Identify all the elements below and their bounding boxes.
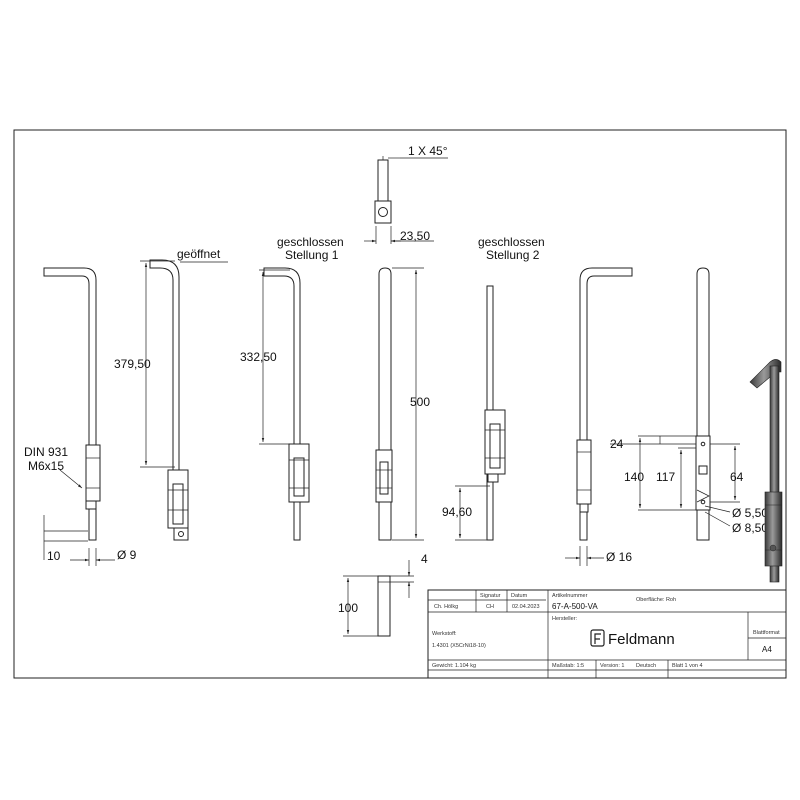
dim-4: 4 bbox=[421, 552, 428, 566]
view-front-holes bbox=[610, 267, 740, 541]
tb-scale: Maßstab: 1:5 bbox=[552, 663, 584, 669]
tb-article-number: 67-A-500-VA bbox=[552, 602, 598, 611]
view-label-closed-2-line1: geschlossen bbox=[478, 235, 545, 249]
view-closed-2 bbox=[455, 285, 506, 541]
view-opened bbox=[140, 259, 228, 541]
view-label-closed-1-line1: geschlossen bbox=[277, 235, 344, 249]
dim-140: 140 bbox=[624, 470, 644, 484]
tb-material-label: Werkstoff: bbox=[432, 631, 457, 637]
dim-94-60: 94,60 bbox=[442, 505, 472, 519]
tb-date: 02.04.2023 bbox=[512, 604, 540, 610]
dim-332-50: 332,50 bbox=[240, 350, 277, 364]
view-label-closed-2-line2: Stellung 2 bbox=[486, 248, 540, 262]
dim-379-50: 379,50 bbox=[114, 357, 151, 371]
view-label-opened: geöffnet bbox=[177, 247, 221, 261]
screw-label-1: DIN 931 bbox=[24, 445, 68, 459]
screw-label-2: M6x15 bbox=[28, 459, 64, 473]
dim-24: 24 bbox=[610, 437, 624, 451]
tb-manufacturer-label: Hersteller: bbox=[552, 616, 578, 622]
view-label-closed-1-line2: Stellung 1 bbox=[285, 248, 339, 262]
dim-117: 117 bbox=[656, 470, 675, 484]
tb-format: A4 bbox=[762, 645, 772, 654]
tb-col-article: Artikelnummer bbox=[552, 593, 588, 599]
tb-weight: Gewicht: 1.104 kg bbox=[432, 663, 476, 669]
title-block bbox=[427, 589, 787, 679]
tb-col-signature: Signatur bbox=[480, 593, 501, 599]
dim-chamfer: 1 X 45° bbox=[408, 144, 448, 158]
dim-10: 10 bbox=[47, 549, 61, 563]
tb-col-date: Datum bbox=[511, 593, 528, 599]
view-side-left bbox=[43, 267, 115, 566]
dim-dia-8-50: Ø 8,50 bbox=[732, 521, 768, 535]
tb-brand: Feldmann bbox=[608, 631, 675, 648]
view-closed-1 bbox=[259, 267, 310, 541]
dim-500: 500 bbox=[410, 395, 430, 409]
detail-top-chamfer bbox=[364, 156, 448, 244]
dim-100: 100 bbox=[338, 601, 358, 615]
tb-sheet: Blatt 1 von 4 bbox=[672, 663, 703, 669]
dim-dia-16: Ø 16 bbox=[606, 550, 632, 564]
tb-material: 1.4301 (X5CrNi18-10) bbox=[432, 643, 486, 649]
dim-23-50: 23,50 bbox=[400, 229, 430, 243]
tb-col-surface: Oberfläche: Roh bbox=[636, 597, 676, 603]
dim-64: 64 bbox=[730, 470, 744, 484]
view-pin bbox=[343, 560, 414, 637]
tb-language: Deutsch bbox=[636, 663, 656, 669]
drawing-frame bbox=[13, 129, 787, 679]
dim-dia-5-50: Ø 5,50 bbox=[732, 506, 768, 520]
tb-version: Version: 1 bbox=[600, 663, 624, 669]
feldmann-logo-icon bbox=[590, 629, 605, 647]
dim-dia-9: Ø 9 bbox=[117, 548, 137, 562]
tb-signature: CH bbox=[486, 604, 494, 610]
view-side-right bbox=[565, 267, 633, 566]
view-front-500 bbox=[375, 267, 424, 541]
tb-author: Ch. Hölkg bbox=[434, 604, 458, 610]
tb-format-label: Blattformat bbox=[753, 630, 780, 636]
render-3d-bolt bbox=[749, 359, 783, 583]
